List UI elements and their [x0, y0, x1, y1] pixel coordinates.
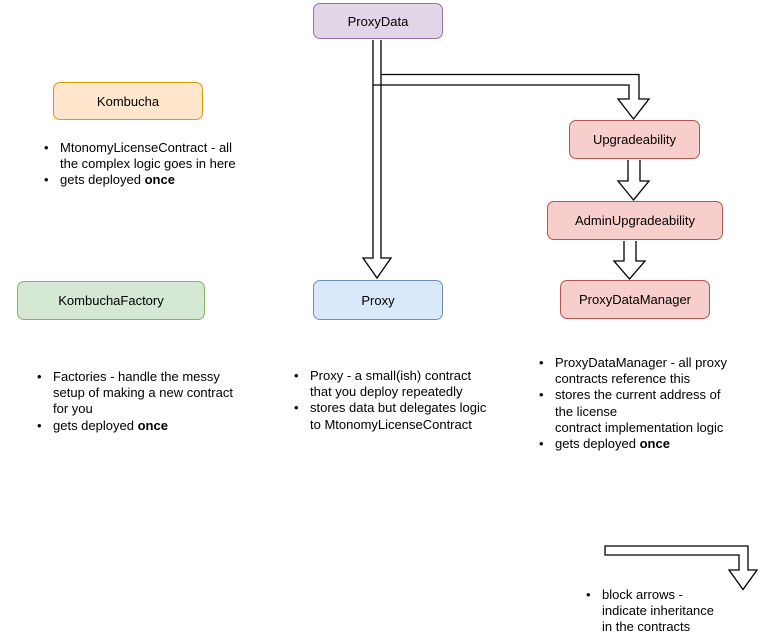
node-kombucha-label: Kombucha: [96, 93, 160, 109]
node-upgradeability-label: Upgradeability: [592, 132, 677, 147]
node-adminupgradeability[interactable]: AdminUpgradeability: [547, 201, 723, 240]
note-kombucha: MtonomyLicenseContract - all the complex…: [38, 140, 258, 189]
list-item: stores data but delegates logic to Mtono…: [288, 400, 523, 432]
node-kombucha[interactable]: Kombucha: [53, 82, 203, 120]
node-proxydata[interactable]: ProxyData: [313, 3, 443, 39]
node-kombuchafactory[interactable]: KombuchaFactory: [17, 281, 205, 320]
node-proxydata-label: ProxyData: [347, 13, 409, 29]
note-legend-block-arrows: block arrows - indicate inheritance in t…: [580, 587, 760, 636]
block-arrow-proxydata-to-proxy: [361, 40, 393, 280]
list-item: gets deployed once: [533, 436, 758, 452]
note-proxy: Proxy - a small(ish) contract that you d…: [288, 368, 523, 433]
node-upgradeability[interactable]: Upgradeability: [569, 120, 700, 159]
list-item: ProxyDataManager - all proxy contracts r…: [533, 355, 758, 387]
node-proxy[interactable]: Proxy: [313, 280, 443, 320]
list-item: MtonomyLicenseContract - all the complex…: [38, 140, 258, 172]
list-item: Factories - handle the messy setup of ma…: [31, 369, 276, 418]
list-item: Proxy - a small(ish) contract that you d…: [288, 368, 523, 400]
node-proxy-label: Proxy: [361, 292, 395, 308]
node-proxydatamanager[interactable]: ProxyDataManager: [560, 280, 710, 319]
block-arrow-proxydata-to-upgradeability: [373, 73, 651, 121]
list-item: block arrows - indicate inheritance in t…: [580, 587, 760, 636]
note-kombuchafactory: Factories - handle the messy setup of ma…: [31, 369, 276, 434]
legend-block-arrow: [604, 545, 759, 591]
list-item: gets deployed once: [31, 418, 276, 434]
node-adminupgradeability-label: AdminUpgradeability: [575, 213, 695, 228]
block-arrow-upgradeability-to-adminupgradeability: [616, 160, 651, 202]
node-kombuchafactory-label: KombuchaFactory: [58, 293, 164, 308]
node-proxydatamanager-label: ProxyDataManager: [579, 292, 691, 307]
list-item: stores the current address of the licens…: [533, 387, 758, 436]
block-arrow-adminupgradeability-to-proxydatamanager: [612, 241, 647, 280]
list-item: gets deployed once: [38, 172, 258, 188]
note-proxydatamanager: ProxyDataManager - all proxy contracts r…: [533, 355, 758, 452]
